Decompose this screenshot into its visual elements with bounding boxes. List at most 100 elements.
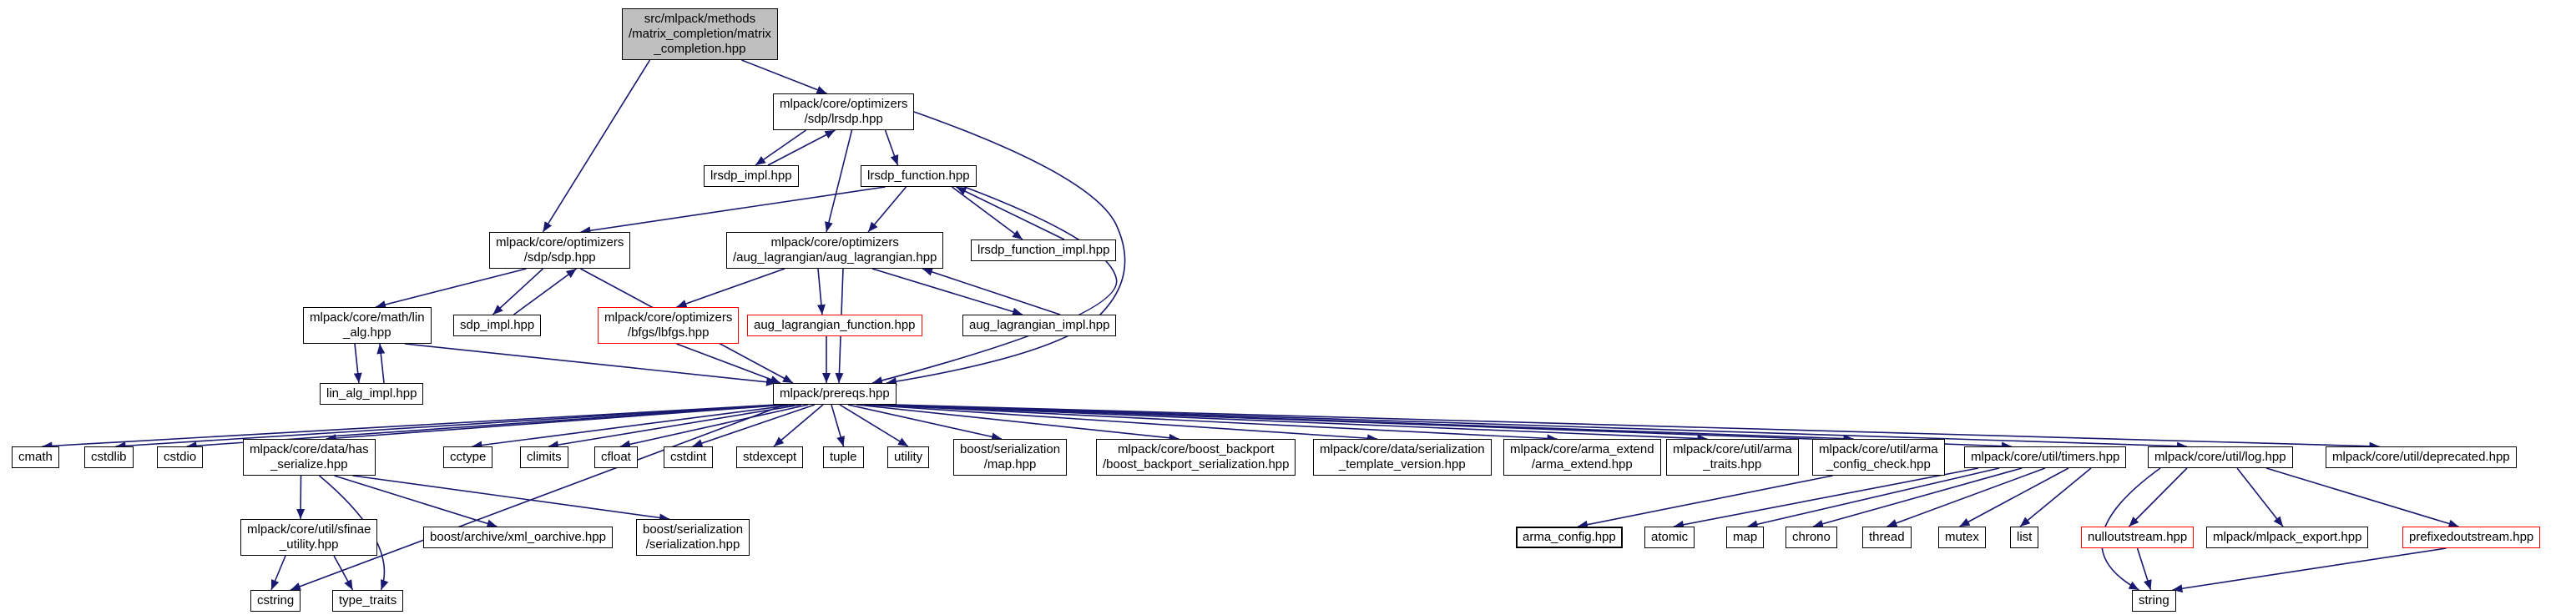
graph-node-map[interactable]: map <box>1726 527 1765 548</box>
graph-edge-acc-arma_config <box>1577 475 1833 529</box>
graph-node-lfi[interactable]: lrsdp_function_impl.hpp <box>971 239 1117 261</box>
graph-edge-prereqs-boost_map <box>847 404 1003 441</box>
graph-node-cstdlib[interactable]: cstdlib <box>84 446 134 468</box>
graph-node-lrsdp[interactable]: mlpack/core/optimizers /sdp/lrsdp.hpp <box>773 93 915 130</box>
graph-edge-prereqs-cstdint <box>692 404 816 447</box>
graph-edge-prereqs-stdexcept <box>773 404 824 447</box>
graph-node-arma_extend[interactable]: mlpack/core/arma_extend /arma_extend.hpp <box>1503 439 1661 476</box>
graph-edge-prereqs-utility <box>839 404 909 447</box>
graph-node-ser_tmpl[interactable]: mlpack/core/data/serialization _template… <box>1313 439 1492 476</box>
graph-node-cstdio[interactable]: cstdio <box>157 446 204 468</box>
graph-node-timers[interactable]: mlpack/core/util/timers.hpp <box>1964 446 2127 468</box>
graph-edge-nulloutstream-string <box>2136 547 2152 591</box>
graph-node-lbfgs[interactable]: mlpack/core/optimizers /bfgs/lbfgs.hpp <box>598 307 740 344</box>
graph-edge-lrsdp_function-sdp <box>580 186 886 235</box>
graph-edge-lrsdp-lrsdp_function <box>884 129 899 166</box>
graph-node-stdexcept[interactable]: stdexcept <box>736 446 804 468</box>
graph-edge-timers-mutex <box>1959 467 2069 527</box>
graph-edge-prereqs-tuple <box>831 404 845 447</box>
graph-node-prereqs[interactable]: mlpack/prereqs.hpp <box>773 383 897 405</box>
graph-edge-prereqs-log <box>891 404 2188 451</box>
graph-node-lrsdp_impl[interactable]: lrsdp_impl.hpp <box>704 165 799 187</box>
graph-edge-lrsdp_function-auglag <box>867 186 907 233</box>
graph-edge-lin_alg_impl-lin_alg <box>376 343 386 384</box>
graph-node-climits[interactable]: climits <box>520 446 568 468</box>
graph-edge-prereqs-climits <box>548 404 802 449</box>
graph-edge-auglag-lbfgs <box>676 268 785 308</box>
graph-node-backport[interactable]: mlpack/core/boost_backport /boost_backpo… <box>1096 439 1296 476</box>
graph-edge-prereqs-backport <box>856 404 1179 442</box>
graph-node-nulloutstream[interactable]: nulloutstream.hpp <box>2081 527 2195 548</box>
graph-edge-prereqs-cstdlib <box>115 404 780 451</box>
graph-node-lin_alg[interactable]: mlpack/core/math/lin _alg.hpp <box>303 307 432 344</box>
graph-edge-mc-lrsdp <box>741 59 827 94</box>
graph-node-mc[interactable]: src/mlpack/methods /matrix_completion/ma… <box>622 8 778 60</box>
graph-edge-timers-map <box>1747 467 2000 529</box>
graph-node-lrsdp_function[interactable]: lrsdp_function.hpp <box>861 165 977 187</box>
graph-node-auglag_impl[interactable]: aug_lagrangian_impl.hpp <box>962 315 1117 336</box>
graph-edge-mc-sdp <box>542 59 651 233</box>
graph-edge-auglag-auglag_impl <box>871 268 1023 316</box>
graph-edge-auglag_impl-auglag <box>922 268 1061 315</box>
graph-node-boost_ser[interactable]: boost/serialization /serialization.hpp <box>636 519 750 556</box>
graph-node-acc[interactable]: mlpack/core/util/arma _config_check.hpp <box>1812 439 1945 476</box>
graph-node-cctype[interactable]: cctype <box>443 446 493 468</box>
graph-edge-lin_alg-prereqs <box>404 343 777 386</box>
graph-edge-timers-atomic <box>1673 467 1979 529</box>
graph-node-prefixedoutstream[interactable]: prefixedoutstream.hpp <box>2402 527 2541 548</box>
graph-edge-lrsdp_function-lfi <box>952 186 1023 240</box>
graph-node-mutex[interactable]: mutex <box>1938 527 1986 548</box>
graph-edge-lrsdp_impl-lrsdp <box>767 129 836 166</box>
graph-node-arma_config[interactable]: arma_config.hpp <box>1516 527 1623 548</box>
graph-edge-lrsdp_function-prereqs <box>871 186 1118 385</box>
graph-node-list[interactable]: list <box>2010 527 2039 548</box>
graph-edge-prereqs-arma_traits <box>876 404 1708 443</box>
graph-edge-sfinae-cstring <box>270 555 286 591</box>
graph-edge-auglag-auglag_fn <box>816 268 826 315</box>
graph-node-log[interactable]: mlpack/core/util/log.hpp <box>2148 446 2293 468</box>
graph-edge-prefixedoutstream-string <box>2172 547 2447 593</box>
graph-node-string[interactable]: string <box>2132 590 2176 612</box>
graph-edge-prereqs-cmath <box>42 404 777 451</box>
graph-node-cstring[interactable]: cstring <box>250 590 301 612</box>
graph-node-has_serialize[interactable]: mlpack/core/data/has _serialize.hpp <box>243 439 376 476</box>
graph-edge-prereqs-cctype <box>472 404 796 450</box>
graph-node-cmath[interactable]: cmath <box>12 446 59 468</box>
graph-node-auglag[interactable]: mlpack/core/optimizers /aug_lagrangian/a… <box>726 232 944 269</box>
graph-edge-log-mlpack_export <box>2236 467 2284 527</box>
graph-edge-timers-thread <box>1887 467 2046 527</box>
graph-edge-lbfgs-prereqs <box>676 343 781 384</box>
graph-node-cstdint[interactable]: cstdint <box>664 446 714 468</box>
graph-edge-sdp-sdp_impl <box>492 268 544 315</box>
graph-edge-has_serialize-xml_oarchive <box>334 475 498 528</box>
graph-edge-prereqs-arma_extend <box>871 404 1558 443</box>
graph-node-sfinae[interactable]: mlpack/core/util/sfinae _utility.hpp <box>240 519 378 556</box>
graph-node-thread[interactable]: thread <box>1862 527 1912 548</box>
graph-node-deprecated[interactable]: mlpack/core/util/deprecated.hpp <box>2326 446 2517 468</box>
graph-node-sdp_impl[interactable]: sdp_impl.hpp <box>453 315 542 336</box>
graph-node-xml_oarchive[interactable]: boost/archive/xml_oarchive.hpp <box>423 527 613 548</box>
graph-edge-prereqs-cfloat <box>619 404 809 449</box>
graph-node-type_traits[interactable]: type_traits <box>332 590 404 612</box>
graph-edge-timers-list <box>2019 467 2092 527</box>
graph-edge-prereqs-cstring <box>290 404 785 591</box>
graph-node-boost_map[interactable]: boost/serialization /map.hpp <box>953 439 1068 476</box>
graph-node-lin_alg_impl[interactable]: lin_alg_impl.hpp <box>320 383 424 405</box>
graph-node-tuple[interactable]: tuple <box>823 446 864 468</box>
graph-node-atomic[interactable]: atomic <box>1644 527 1695 548</box>
graph-node-arma_traits[interactable]: mlpack/core/util/arma _traits.hpp <box>1666 439 1799 476</box>
graph-edge-timers-chrono <box>1812 467 2023 528</box>
graph-node-sdp[interactable]: mlpack/core/optimizers /sdp/sdp.hpp <box>489 232 631 269</box>
graph-node-auglag_fn[interactable]: aug_lagrangian_function.hpp <box>747 315 922 336</box>
graph-edge-sfinae-type_traits <box>333 555 354 591</box>
graph-edge-prereqs-deprecated <box>894 404 2380 451</box>
graph-node-mlpack_export[interactable]: mlpack/mlpack_export.hpp <box>2206 527 2369 548</box>
graph-edge-has_serialize-boost_ser <box>352 475 670 522</box>
graph-node-cfloat[interactable]: cfloat <box>594 446 638 468</box>
graph-edge-lfi-lrsdp_function <box>956 186 1065 240</box>
graph-edge-log-prefixedoutstream <box>2265 467 2459 528</box>
graph-node-chrono[interactable]: chrono <box>1786 527 1837 548</box>
graph-edge-lrsdp-auglag <box>825 129 853 233</box>
graph-node-utility[interactable]: utility <box>887 446 930 468</box>
